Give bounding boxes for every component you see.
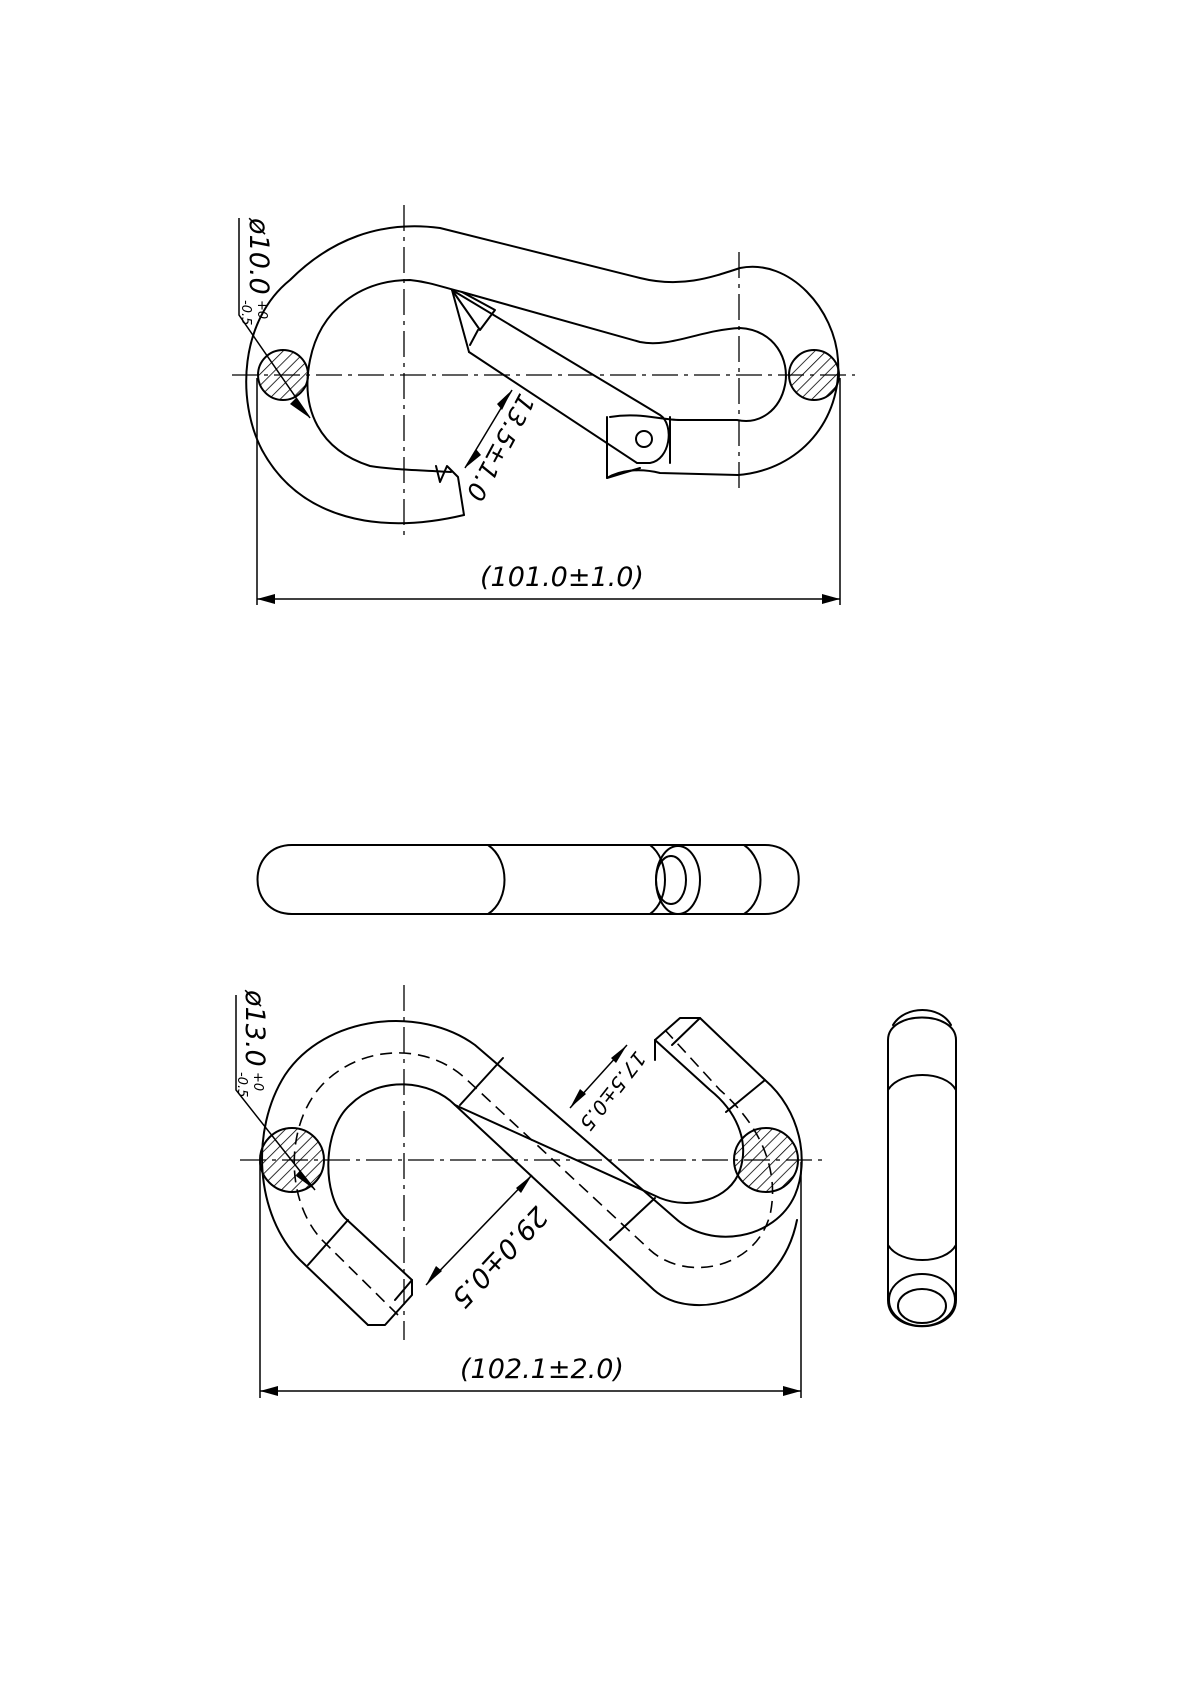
s-hook-wire-centerline bbox=[294, 1030, 772, 1315]
bottom-length-label: (102.1±2.0) bbox=[460, 1354, 624, 1385]
s-hook-section-line-4 bbox=[726, 1080, 765, 1112]
hook-inner-profile bbox=[308, 280, 786, 472]
s-hook-diameter-upper-tol: +0 bbox=[250, 1072, 265, 1091]
s-hook-view: ø13.0 +0 -0.5 17.5±0.5 29.0±0.5 (102.1±2… bbox=[234, 985, 825, 1398]
s-hook-opening-large-arrow-top bbox=[516, 1175, 532, 1193]
s-hook-section-line-3 bbox=[308, 1220, 348, 1265]
s-hook-right-end-cap bbox=[655, 1018, 700, 1045]
s-hook-section-line-1 bbox=[460, 1058, 503, 1105]
gate-rivet bbox=[636, 431, 652, 447]
snap-hook-view: ø10.0 +0 -0.5 13.5±1.0 (101.0±1.0) bbox=[232, 205, 855, 605]
side-view-outline bbox=[258, 845, 799, 914]
s-hook-diameter-label: ø13.0 +0 -0.5 bbox=[234, 989, 270, 1097]
diameter-value: ø10.0 bbox=[243, 217, 274, 295]
left-wire-section bbox=[258, 350, 308, 400]
diameter-lower-tol: -0.5 bbox=[238, 300, 253, 325]
s-hook-diameter-value: ø13.0 bbox=[239, 989, 270, 1067]
s-hook-side-end-inner bbox=[898, 1289, 946, 1323]
s-hook-opening-large-label: 29.0±0.5 bbox=[445, 1200, 553, 1313]
s-hook-inner-left-loop bbox=[328, 1084, 797, 1305]
snap-hook-side-view bbox=[258, 845, 799, 914]
diameter-label: ø10.0 +0 -0.5 bbox=[238, 217, 274, 325]
s-hook-right-wire-section bbox=[734, 1128, 798, 1192]
diameter-upper-tol: +0 bbox=[254, 300, 269, 319]
s-hook-diameter-lower-tol: -0.5 bbox=[234, 1072, 249, 1097]
diameter-arrow bbox=[290, 398, 310, 418]
s-hook-left-end-cap bbox=[368, 1280, 412, 1325]
s-hook-side-view bbox=[888, 1010, 956, 1326]
top-length-arrow-left bbox=[257, 594, 275, 604]
side-view-ring-outer bbox=[656, 846, 700, 914]
gate-bevel bbox=[470, 330, 478, 345]
s-hook-side-band-bottom bbox=[888, 1245, 956, 1260]
s-hook-section-line-2 bbox=[610, 1198, 655, 1240]
s-hook-side-outline bbox=[888, 1018, 956, 1327]
top-length-arrow-right bbox=[822, 594, 840, 604]
side-view-segment-1 bbox=[488, 845, 505, 914]
s-hook-opening-large-arrow-bottom bbox=[426, 1266, 442, 1285]
side-view-segment-3 bbox=[744, 845, 761, 914]
bottom-length-arrow-left bbox=[260, 1386, 278, 1396]
s-hook-opening-small-arrow-bottom bbox=[570, 1089, 586, 1108]
side-view-ring-inner bbox=[656, 856, 686, 904]
bottom-length-arrow-right bbox=[783, 1386, 801, 1396]
hook-tip-notch bbox=[436, 466, 464, 515]
right-wire-section bbox=[789, 350, 839, 400]
s-hook-side-band-top bbox=[888, 1075, 956, 1090]
top-length-label: (101.0±1.0) bbox=[480, 562, 644, 593]
